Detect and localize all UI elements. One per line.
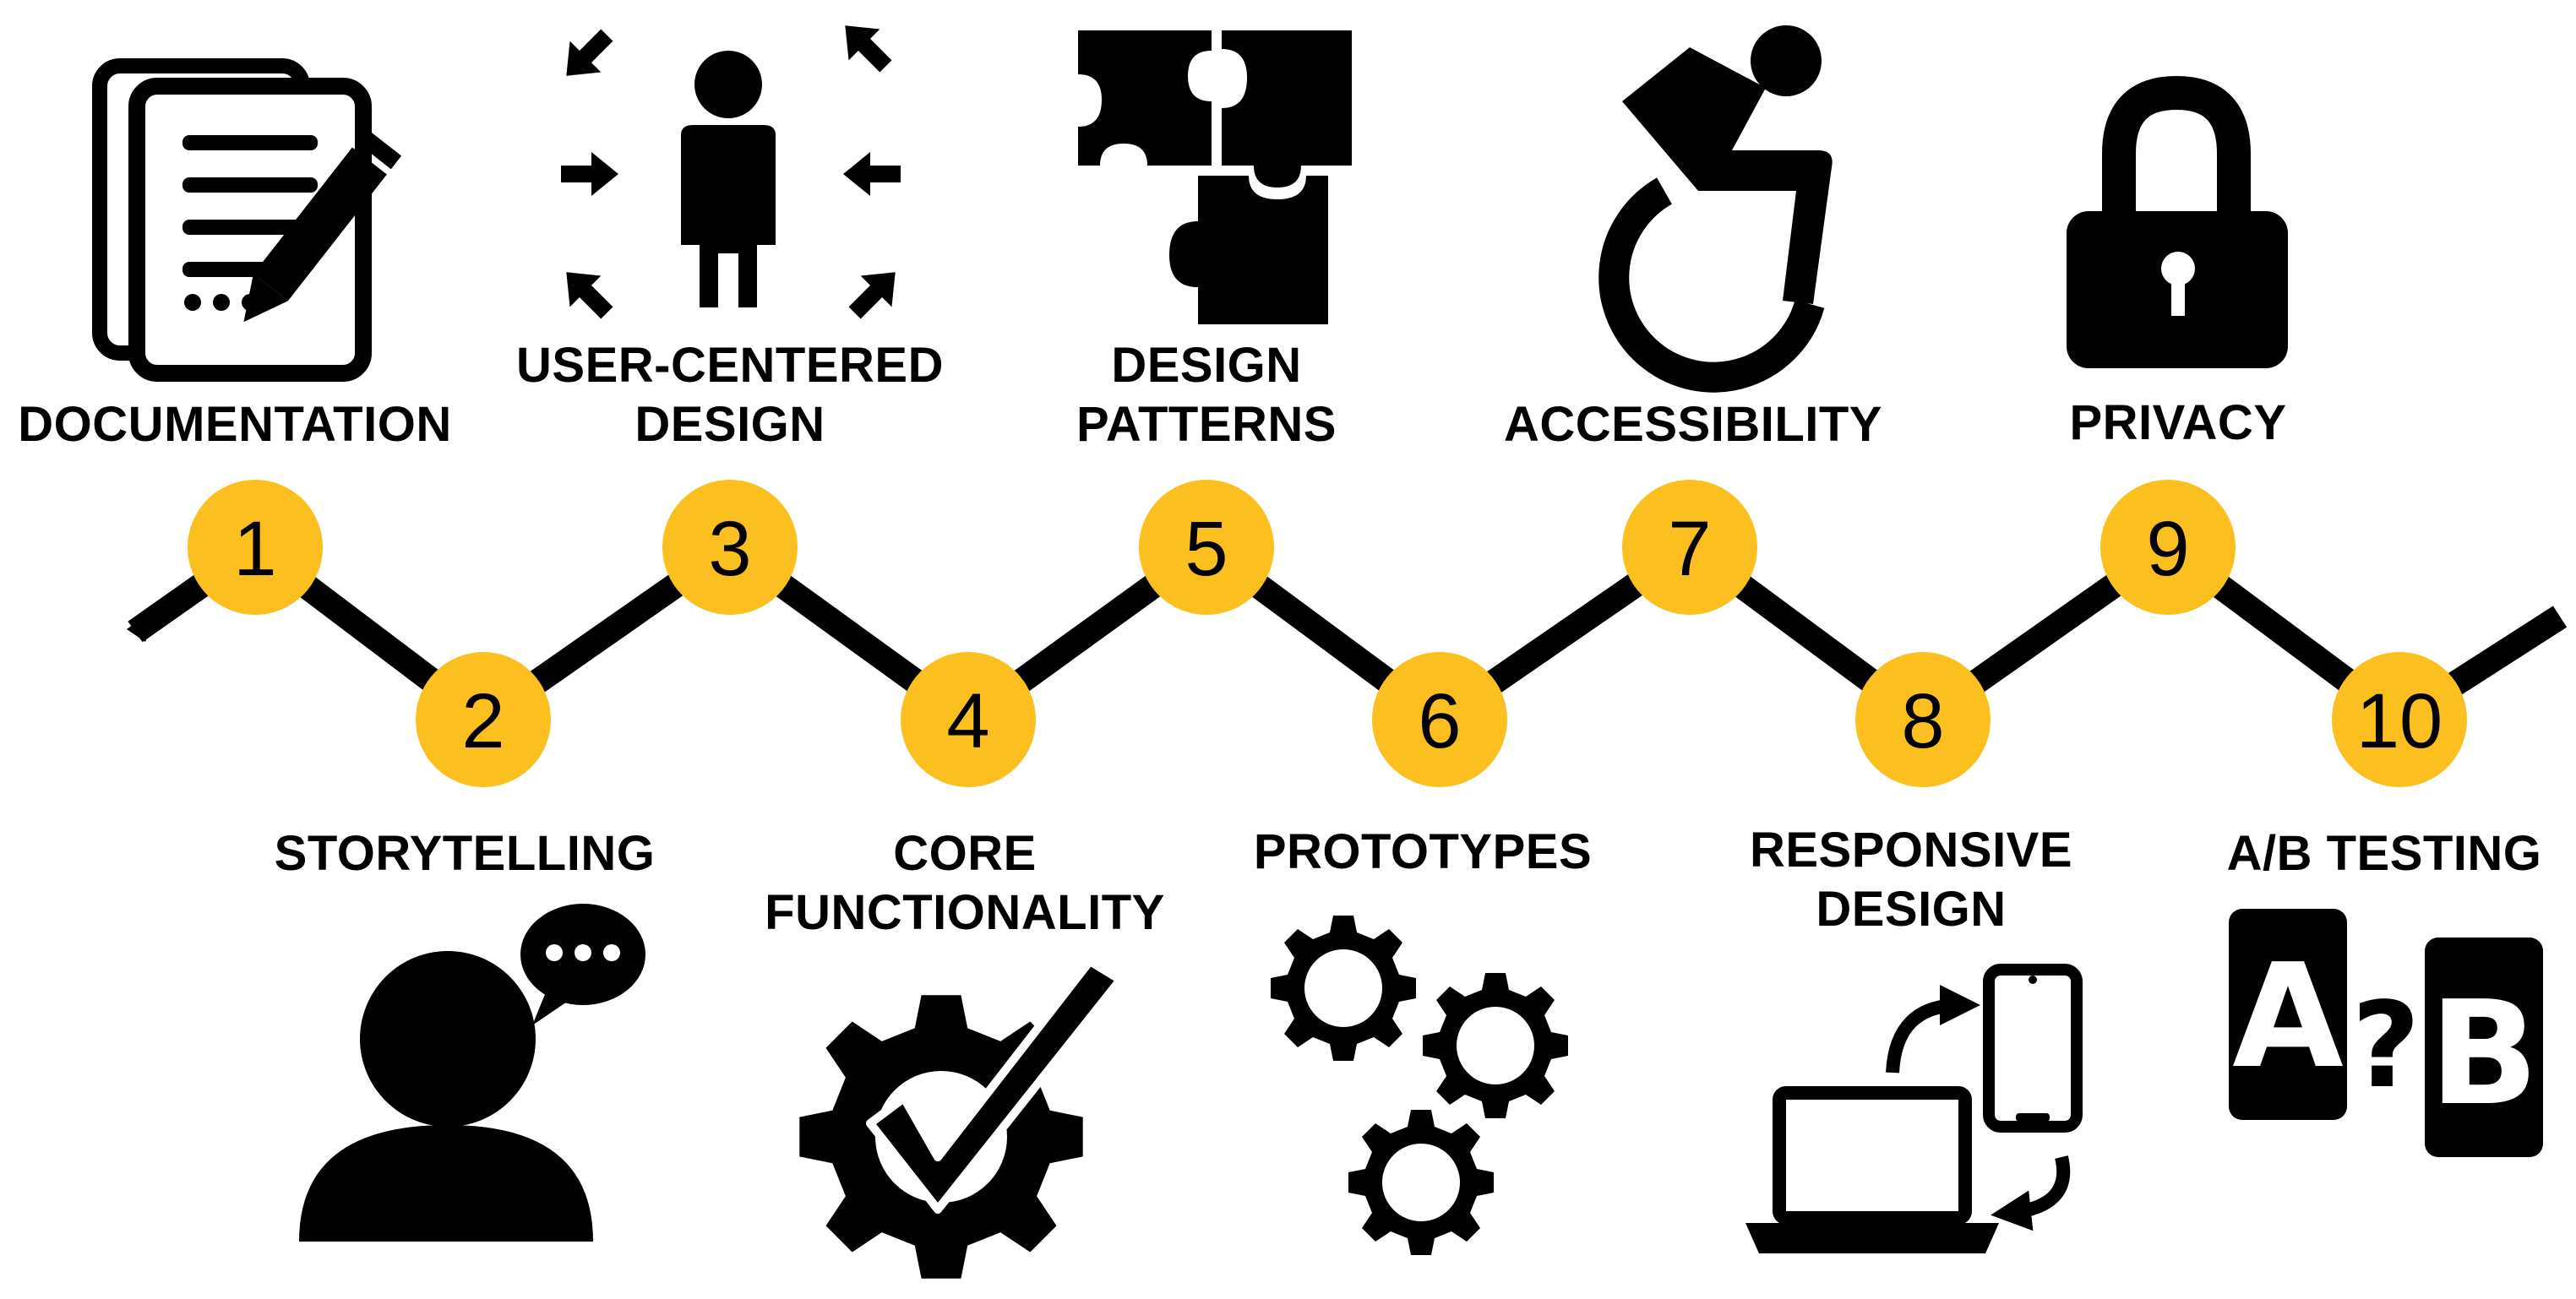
step-number-3: 3 <box>708 506 751 592</box>
step-number-5: 5 <box>1185 506 1228 592</box>
documentation-icon <box>92 58 402 382</box>
step-marker-10 <box>2332 652 2467 787</box>
step-marker-3 <box>662 480 798 615</box>
responsive-devices-icon <box>1745 964 2083 1253</box>
step-number-1: 1 <box>233 506 276 592</box>
step-label-line: USER-CENTERED <box>516 338 944 393</box>
step-label-line: FUNCTIONALITY <box>765 885 1165 940</box>
step-label-line: A/B TESTING <box>2226 826 2542 881</box>
storytelling-icon <box>299 904 645 1242</box>
path-start-tail-icon <box>127 604 161 642</box>
step-label-line: ACCESSIBILITY <box>1504 397 1882 452</box>
user-centered-design-icon <box>561 25 901 319</box>
step-marker-2 <box>416 652 551 787</box>
step-marker-6 <box>1372 652 1507 787</box>
step-number-2: 2 <box>461 678 504 764</box>
step-label-line: DESIGN <box>634 397 825 452</box>
ab-testing-icon: A ? B <box>2229 909 2543 1157</box>
gears-icon <box>1271 916 1568 1255</box>
step-number-8: 8 <box>1901 678 1944 764</box>
ab-question-mark: ? <box>2351 977 2420 1115</box>
step-label-line: STORYTELLING <box>274 826 656 881</box>
step-label-line: PROTOTYPES <box>1253 824 1593 879</box>
step-label-line: PRIVACY <box>2069 395 2287 450</box>
step-label-line: DESIGN <box>1111 338 1302 393</box>
core-functionality-icon <box>799 957 1125 1279</box>
step-label-9: PRIVACY <box>1925 394 2432 453</box>
step-label-7: ACCESSIBILITY <box>1440 395 1947 454</box>
step-marker-8 <box>1855 652 1991 787</box>
step-label-2: STORYTELLING <box>211 824 718 883</box>
step-number-4: 4 <box>946 678 989 764</box>
step-number-7: 7 <box>1668 506 1711 592</box>
step-number-9: 9 <box>2146 506 2189 592</box>
step-marker-4 <box>901 652 1036 787</box>
step-label-line: CORE <box>893 826 1037 881</box>
step-marker-9 <box>2100 480 2236 615</box>
padlock-icon <box>2067 75 2288 368</box>
step-number-10: 10 <box>2356 678 2443 764</box>
accessibility-icon <box>1598 25 1833 393</box>
step-marker-5 <box>1139 480 1274 615</box>
step-label-10: A/B TESTING <box>2131 824 2576 883</box>
ab-letter-a: A <box>2232 933 2344 1101</box>
step-marker-7 <box>1622 480 1757 615</box>
step-label-line: RESPONSIVE <box>1749 823 2073 878</box>
step-markers: 1 2 3 4 5 6 7 8 9 10 <box>188 480 2467 787</box>
step-label-6: PROTOTYPES <box>1169 823 1676 882</box>
step-label-line: DESIGN <box>1816 882 2007 937</box>
step-label-1: DOCUMENTATION <box>0 395 488 454</box>
step-number-6: 6 <box>1418 678 1461 764</box>
step-label-line: DOCUMENTATION <box>18 397 452 452</box>
ab-letter-b: B <box>2429 970 2539 1138</box>
step-label-line: PATTERNS <box>1076 397 1337 452</box>
puzzle-icon <box>1078 30 1352 324</box>
step-marker-1 <box>188 480 323 615</box>
